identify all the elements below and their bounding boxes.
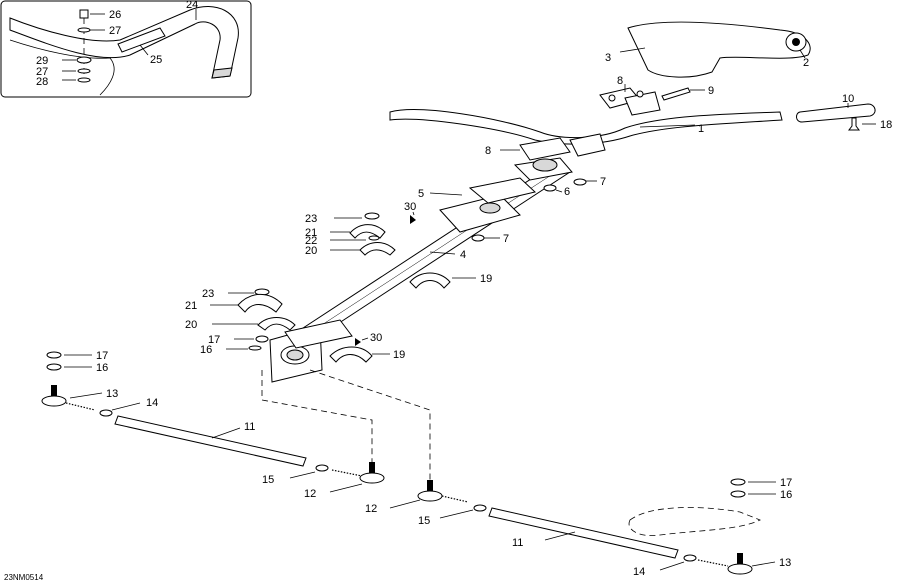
callout-17-column: 17 [208, 334, 220, 346]
callout-13-left: 13 [106, 388, 118, 400]
callout-27-bottom: 27 [36, 66, 48, 78]
callout-7-top: 7 [600, 176, 606, 188]
callout-10: 10 [842, 93, 854, 105]
callout-15-left: 15 [262, 474, 274, 486]
right-tie-rod-assembly: 12 15 11 14 13 17 16 [365, 477, 792, 578]
callout-23-top: 23 [305, 213, 317, 225]
callout-16-left: 16 [96, 362, 108, 374]
upper-clamps: 8 9 8 [485, 75, 714, 161]
callout-9: 9 [708, 85, 714, 97]
callout-3: 3 [605, 52, 611, 64]
linkage-dashes [261, 369, 431, 488]
callout-2: 2 [803, 57, 809, 69]
callout-24: 24 [186, 0, 198, 11]
callout-12-right: 12 [365, 503, 377, 515]
callout-8-bottom: 8 [485, 145, 491, 157]
callout-21-top: 21 [305, 227, 317, 239]
callout-11-right: 11 [512, 537, 523, 549]
upper-bushing-set: 23 21 22 20 [305, 212, 396, 257]
callout-20-bottom: 20 [185, 319, 197, 331]
handlebar-pad: 3 2 [605, 21, 811, 78]
handlebar: 1 10 18 [389, 93, 892, 145]
callout-7-middle: 7 [503, 233, 509, 245]
callout-19-top: 19 [480, 273, 492, 285]
callout-14-left: 14 [146, 397, 158, 409]
inset-detail: 26 27 25 24 29 27 28 [0, 0, 252, 98]
callout-26: 26 [109, 9, 121, 21]
callout-14-right: 14 [633, 566, 645, 578]
callout-22: 22 [305, 235, 317, 247]
callout-8-top: 8 [617, 75, 623, 87]
callout-17-left: 17 [96, 350, 108, 362]
callout-4: 4 [460, 249, 466, 261]
lower-bushing-set: 23 21 20 17 16 30 19 19 [185, 272, 492, 363]
callout-17-right: 17 [780, 477, 792, 489]
callout-13-right: 13 [779, 557, 791, 569]
callout-6: 6 [564, 186, 570, 198]
callout-23-bottom: 23 [202, 288, 214, 300]
callout-1: 1 [698, 123, 704, 135]
callout-19-bottom: 19 [393, 349, 405, 361]
callout-30-top: 30 [404, 201, 416, 213]
callout-16-right: 16 [780, 489, 792, 501]
callout-28: 28 [36, 76, 48, 88]
callout-20-top: 20 [305, 245, 317, 257]
steering-column: 5 6 7 7 4 30 [269, 157, 606, 383]
callout-27-top: 27 [109, 25, 121, 37]
callout-25: 25 [150, 54, 162, 66]
callout-18: 18 [880, 119, 892, 131]
callout-15-right: 15 [418, 515, 430, 527]
drawing-code: 23NM0514 [4, 573, 44, 582]
callout-11-left: 11 [244, 421, 255, 433]
callout-30-bottom: 30 [370, 332, 382, 344]
callout-16-column: 16 [200, 344, 212, 356]
callout-12-left: 12 [304, 488, 316, 500]
callout-21-bottom: 21 [185, 300, 197, 312]
callout-29: 29 [36, 55, 48, 67]
callout-5: 5 [418, 188, 424, 200]
left-tie-rod-assembly: 17 16 13 14 11 15 12 [41, 350, 385, 500]
